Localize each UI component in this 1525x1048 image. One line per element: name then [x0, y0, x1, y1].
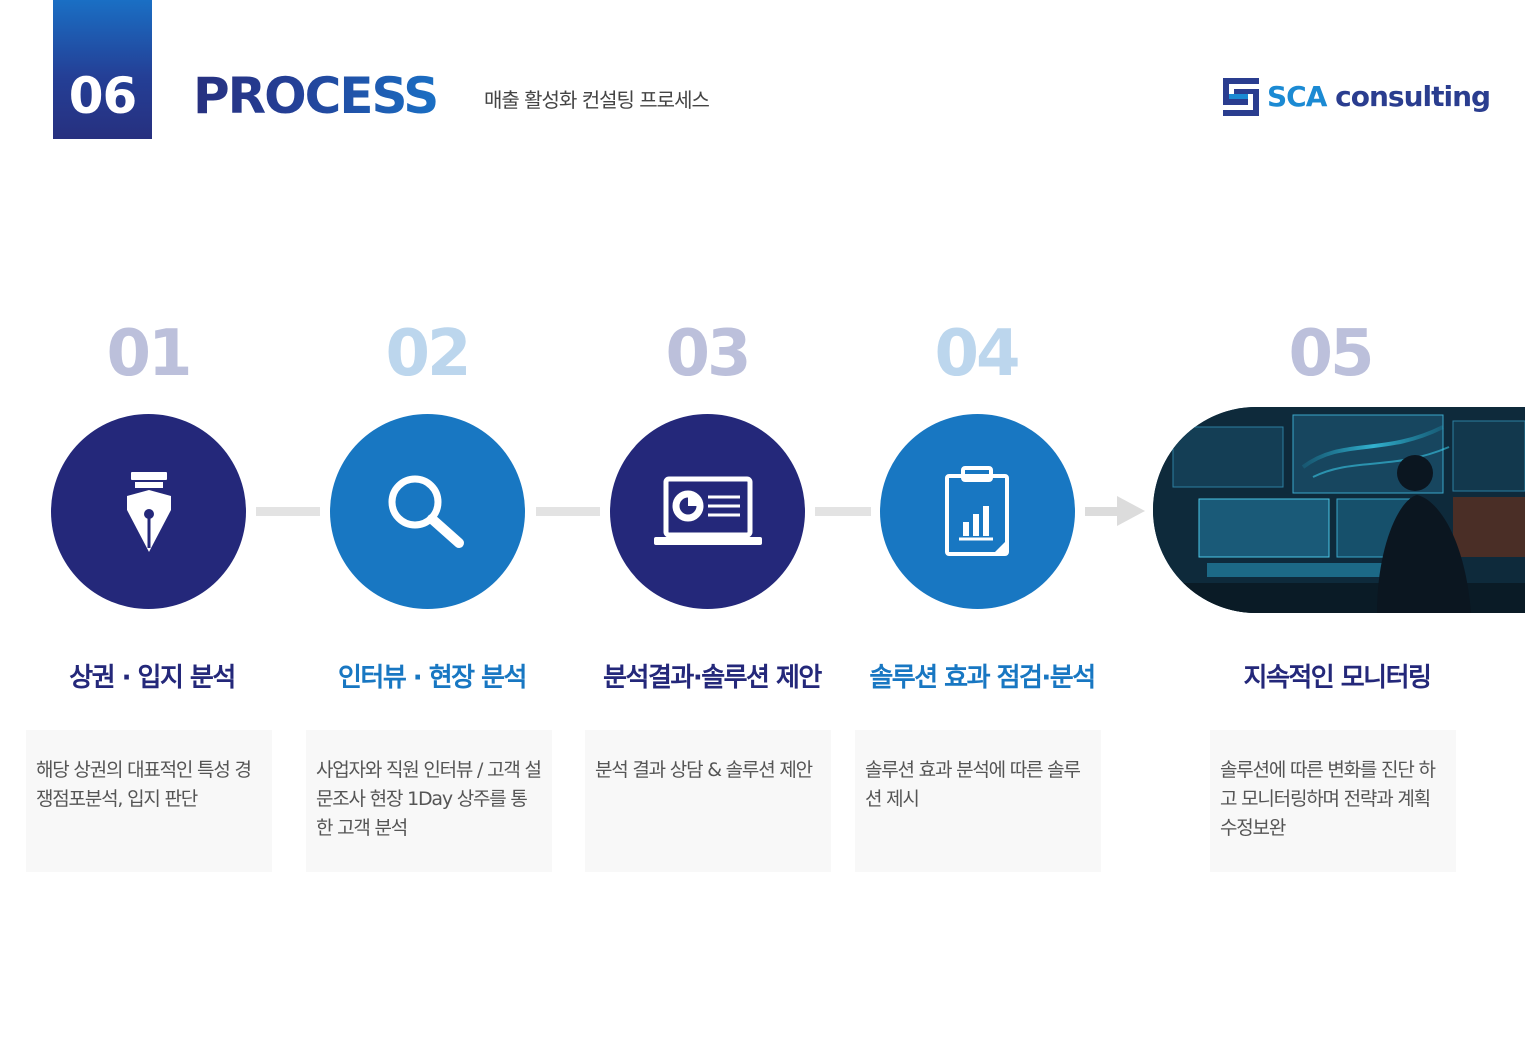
- step-3-description: 분석 결과 상담 & 솔루션 제안: [585, 730, 831, 872]
- page-subtitle: 매출 활성화 컨설팅 프로세스: [484, 88, 710, 112]
- step-4-circle: [880, 414, 1075, 609]
- step-5-description: 솔루션에 따른 변화를 진단 하고 모니터링하며 전략과 계획 수정보완: [1210, 730, 1456, 872]
- connector-4-5: [1085, 507, 1119, 516]
- clipboard-chart-icon: [944, 465, 1009, 556]
- step-4-number: 04: [934, 317, 1020, 391]
- page-title: PROCESS: [193, 67, 439, 125]
- step-4-title: 솔루션 효과 점검·분석: [869, 663, 1096, 693]
- sca-logo-mark-icon: [1223, 78, 1259, 116]
- step-5-number: 05: [1288, 317, 1374, 391]
- step-2-number: 02: [385, 317, 471, 391]
- fountain-pen-icon: [126, 471, 171, 552]
- step-2-title: 인터뷰 · 현장 분석: [338, 663, 527, 693]
- connector-1-2: [256, 507, 320, 516]
- step-2-description: 사업자와 직원 인터뷰 / 고객 설문조사 현장 1Day 상주를 통한 고객 …: [306, 730, 552, 872]
- section-number-badge: 06: [53, 0, 152, 139]
- logo-brand: SCA: [1267, 80, 1327, 113]
- step-3-number: 03: [665, 317, 751, 391]
- monitoring-room-image: [1153, 407, 1525, 613]
- step-5-title: 지속적인 모니터링: [1243, 663, 1432, 693]
- step-2-circle: [330, 414, 525, 609]
- monitoring-photo: [1153, 407, 1525, 613]
- step-1-number: 01: [106, 317, 192, 391]
- step-3-circle: [610, 414, 805, 609]
- section-number: 06: [68, 67, 138, 125]
- logo-text: SCA consulting: [1267, 78, 1491, 116]
- arrow-right-icon: [1117, 496, 1145, 526]
- step-3-title: 분석결과·솔루션 제안: [603, 663, 822, 693]
- magnifier-icon: [388, 475, 464, 548]
- laptop-chart-icon: [653, 476, 762, 545]
- connector-3-4: [815, 507, 871, 516]
- step-1-circle: [51, 414, 246, 609]
- connector-2-3: [536, 507, 600, 516]
- step-1-description: 해당 상권의 대표적인 특성 경쟁점포분석, 입지 판단: [26, 730, 272, 872]
- sca-logo: SCA consulting: [1223, 78, 1491, 116]
- step-1-title: 상권 · 입지 분석: [69, 663, 236, 693]
- logo-suffix: consulting: [1335, 80, 1491, 113]
- step-4-description: 솔루션 효과 분석에 따른 솔루션 제시: [855, 730, 1101, 872]
